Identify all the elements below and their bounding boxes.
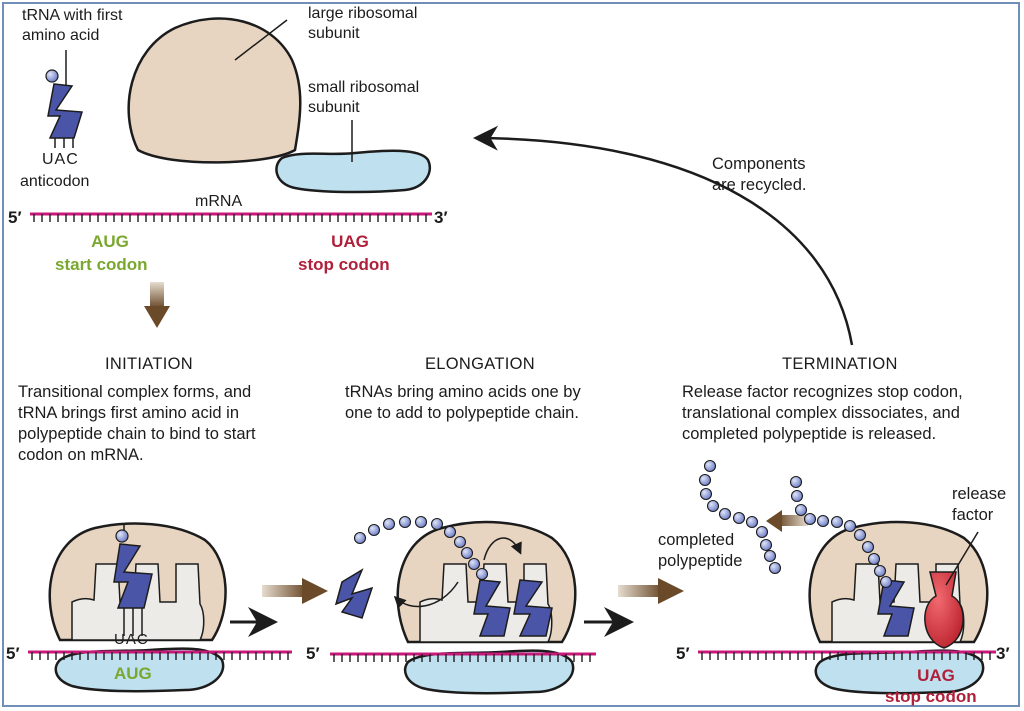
amino-acid-bead-icon [414,515,428,529]
amino-acid-bead-icon [382,517,396,531]
amino-acid-bead-icon [367,523,381,537]
amino-acid-bead-icon [453,535,467,549]
amino-acid-bead-icon [768,561,782,575]
amino-acid-bead-icon [475,567,489,581]
amino-acid-bead-icon [763,549,777,563]
start-codon-sequence: AUG [91,232,129,251]
completed-polypeptide-label: completed polypeptide [658,531,743,570]
recycled-label: Components are recycled. [712,155,807,194]
elongation-text: tRNAs bring amino acids one by one to ad… [345,383,581,422]
stop-codon-sequence: UAG [331,232,369,251]
termination-text: Release factor recognizes stop codon, tr… [682,383,963,443]
amino-acid-bead-icon [843,519,857,533]
amino-acid-bead-icon [816,514,830,528]
amino-acid-bead-icon [353,531,367,545]
elongation-arrow-head [302,578,328,604]
stop-codon-label: stop codon [298,255,390,274]
amino-acid-bead-icon [759,538,773,552]
polypeptide-chain [789,475,893,589]
three-prime-label-3: 3′ [996,644,1010,663]
five-prime-label-2: 5′ [306,644,320,663]
termination-arrow [618,585,662,597]
amino-acid-bead-icon [803,512,817,526]
start-codon-sequence-bottom: AUG [114,664,152,683]
large-subunit-icon [127,17,302,164]
amino-acid-bead-icon [830,515,844,529]
amino-acid-bead-icon [873,564,887,578]
amino-acid-bead-icon [443,525,457,539]
amino-acid-bead-icon [790,489,804,503]
termination-title: TERMINATION [782,355,898,373]
start-codon-label: start codon [55,255,148,274]
mrna-strand-icon [698,650,996,660]
small-subunit-icon [275,149,431,194]
amino-acid-bead-icon [699,487,713,501]
mrna-strand-icon [28,650,292,660]
mrna-strand-icon [30,212,432,222]
initiation-arrow-head [144,306,170,328]
amino-acid-bead-icon [718,507,732,521]
amino-acid-bead-icon [755,525,769,539]
completed-polypeptide-chain [698,459,782,575]
polypeptide-chain [353,515,489,581]
recycle-arrow [473,125,854,346]
stop-codon-label-bottom: stop codon [885,687,977,706]
amino-acid-bead-icon [861,540,875,554]
amino-acid-bead-icon [794,503,808,517]
release-arrow-head [766,510,782,532]
termination-arrow-head [658,578,684,604]
release-factor-icon [924,571,964,649]
elongation-complex [334,520,577,695]
elongation-title: ELONGATION [425,355,535,373]
initiation-title: INITIATION [105,355,193,373]
release-factor-label: release factor [952,485,1007,524]
five-prime-label: 5′ [8,208,22,227]
five-prime-label-3: 5′ [676,644,690,663]
anticodon-label: anticodon [20,173,90,190]
amino-acid-bead-icon [703,459,717,473]
five-prime-label-1: 5′ [6,644,20,663]
trna-first-label: tRNA with first amino acid [22,7,123,44]
release-arrow [778,515,808,526]
mrna-label: mRNA [195,193,243,210]
anticodon-sequence: UAC [42,151,79,168]
small-subunit-label: small ribosomal subunit [308,79,420,116]
three-prime-label: 3′ [434,208,448,227]
large-subunit-leader [234,19,288,61]
anticodon-sequence-bottom: UAC [114,631,149,648]
amino-acid-bead-icon [706,499,720,513]
large-subunit-label: large ribosomal subunit [308,5,418,42]
termination-complex [808,520,989,695]
amino-acid-bead-icon [853,528,867,542]
stop-codon-sequence-bottom: UAG [917,666,955,685]
amino-acid-bead-icon [430,517,444,531]
amino-acid-bead-icon [732,511,746,525]
elongation-arrow [262,585,306,597]
initiation-complex [48,522,227,693]
amino-acid-bead-icon [398,515,412,529]
amino-acid-bead-icon [467,557,481,571]
amino-acid-bead-icon [789,475,803,489]
amino-acid-bead-icon [698,473,712,487]
trna-icon [45,50,83,148]
amino-acid-bead-icon [745,515,759,529]
amino-acid-bead-icon [879,575,893,589]
amino-acid-bead-icon [460,546,474,560]
initiation-arrow [150,282,164,308]
amino-acid-bead-icon [867,552,881,566]
initiation-text: Transitional complex forms, and tRNA bri… [18,383,256,464]
mrna-strand-icon [330,652,596,662]
